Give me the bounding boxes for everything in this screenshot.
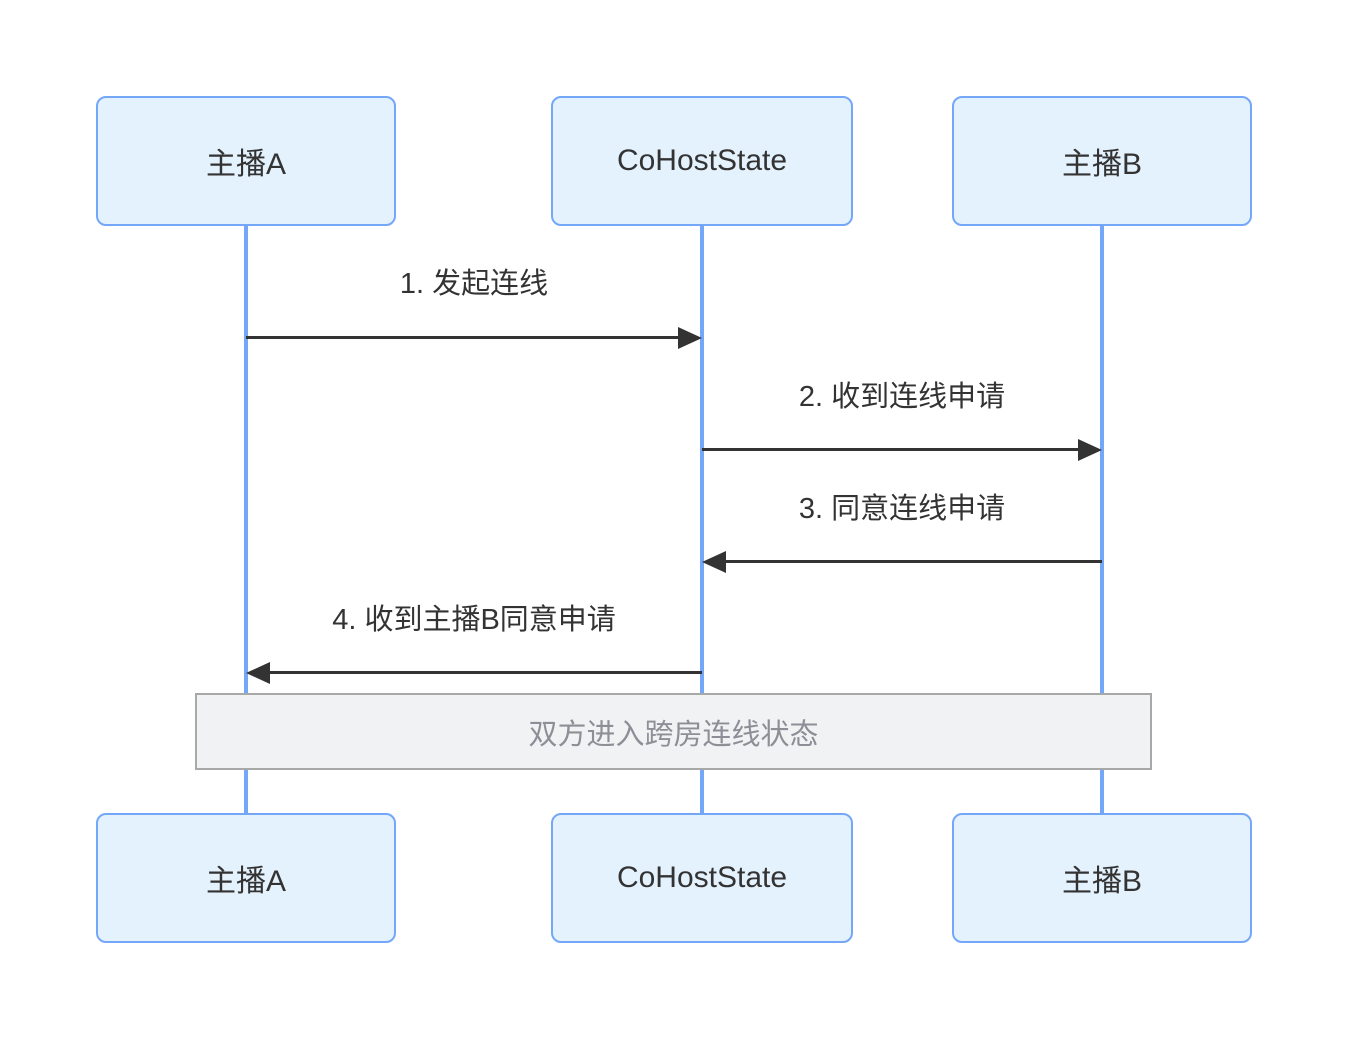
participant-label-host-b-top: 主播B — [1061, 148, 1142, 181]
participant-label-host-a-top: 主播A — [205, 148, 286, 181]
message-label-2: 2. 收到连线申请 — [798, 381, 1006, 413]
note-band: 双方进入跨房连线状态 — [195, 693, 1152, 770]
participant-label-host-a-bottom: 主播A — [205, 865, 286, 898]
lifeline-host-b — [1100, 226, 1104, 813]
message-arrow-2-line — [702, 448, 1078, 451]
participant-box-host-b-bottom: 主播B — [952, 813, 1252, 943]
participant-label-host-b-bottom: 主播B — [1061, 865, 1142, 898]
message-arrow-4-line — [270, 671, 702, 674]
message-label-4: 4. 收到主播B同意申请 — [332, 604, 616, 636]
message-label-3: 3. 同意连线申请 — [798, 493, 1006, 525]
arrowhead-left-icon — [246, 662, 270, 684]
arrowhead-right-icon — [1078, 439, 1102, 461]
lifeline-host-a — [244, 226, 248, 813]
participant-box-host-a-bottom: 主播A — [96, 813, 396, 943]
participant-box-cohoststate-bottom: CoHostState — [551, 813, 853, 943]
note-label: 双方进入跨房连线状态 — [528, 718, 819, 751]
message-arrow-3-line — [726, 560, 1102, 563]
participant-box-host-a-top: 主播A — [96, 96, 396, 226]
arrowhead-right-icon — [678, 327, 702, 349]
lifeline-cohoststate — [700, 226, 704, 813]
participant-box-host-b-top: 主播B — [952, 96, 1252, 226]
arrowhead-left-icon — [702, 551, 726, 573]
message-arrow-1-line — [246, 336, 678, 339]
participant-label-cohoststate-bottom: CoHostState — [616, 861, 788, 894]
participant-label-cohoststate-top: CoHostState — [616, 144, 788, 177]
participant-box-cohoststate-top: CoHostState — [551, 96, 853, 226]
message-label-1: 1. 发起连线 — [399, 268, 549, 300]
